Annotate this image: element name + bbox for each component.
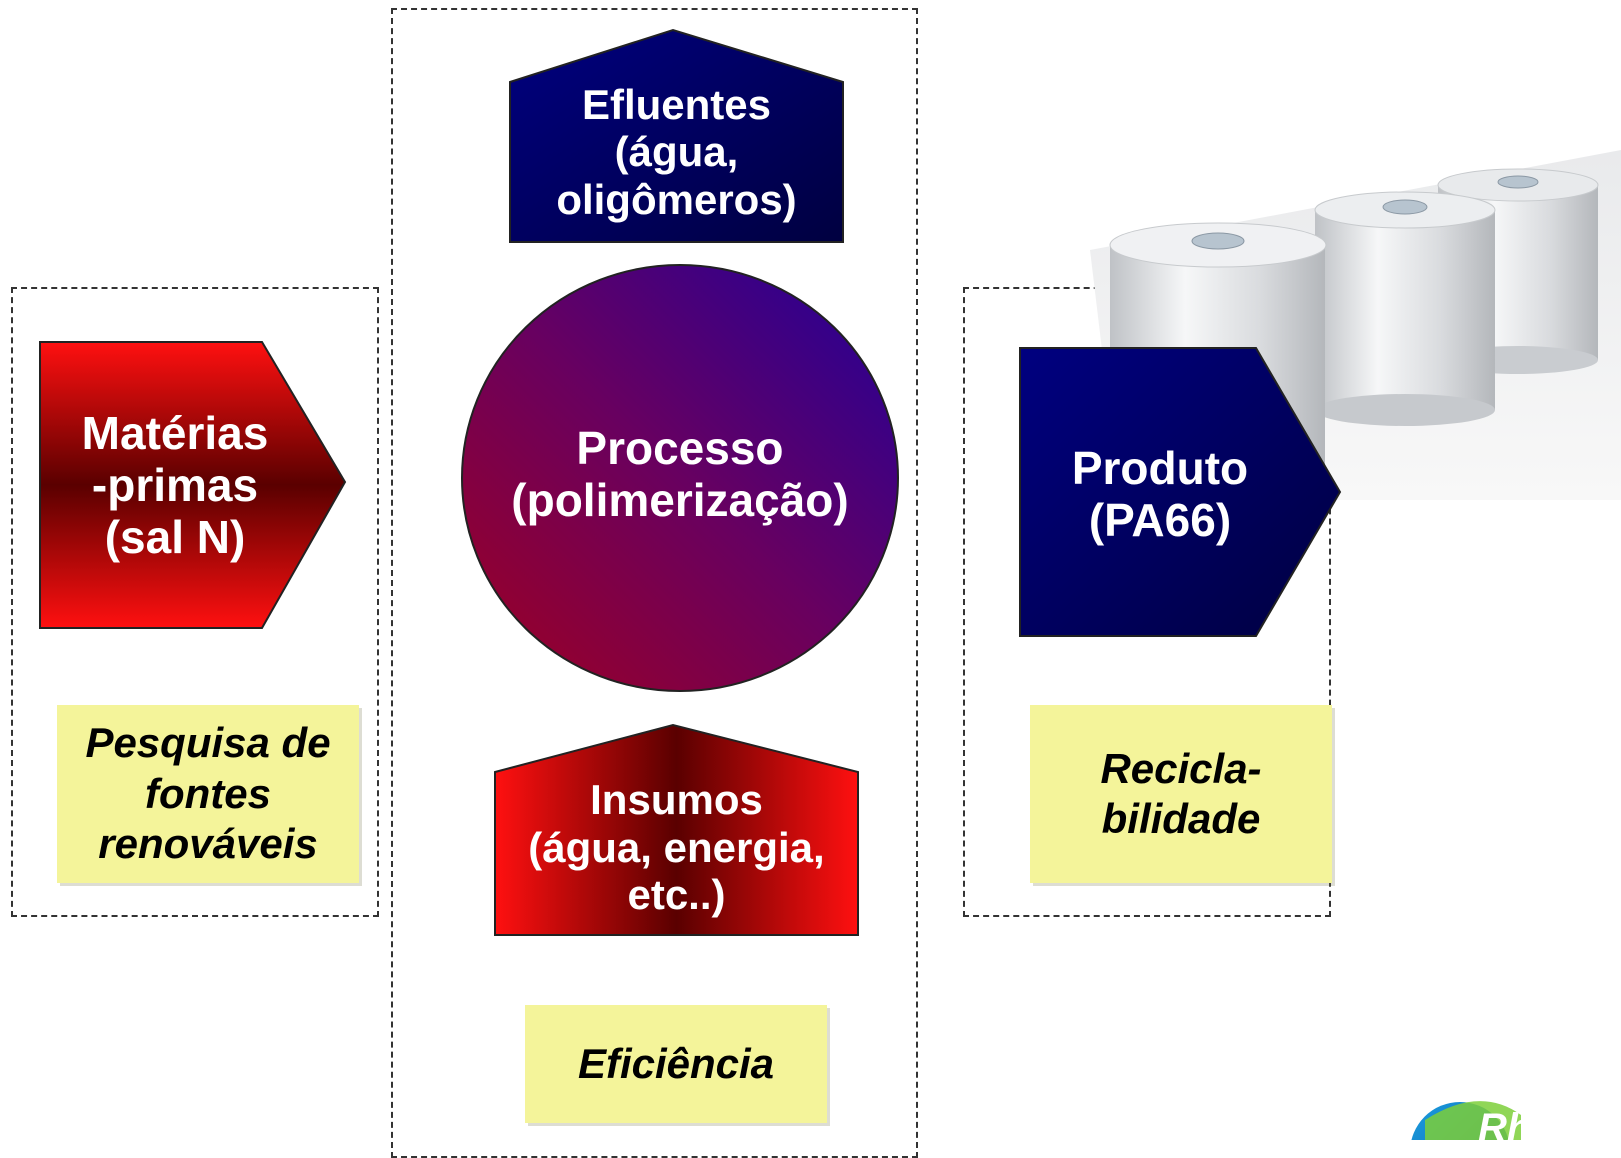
logo-text: Rh <box>1478 1106 1532 1150</box>
process-circle <box>461 264 899 692</box>
spool-middle <box>1314 191 1496 426</box>
raw-materials-label: Matérias -primas (sal N) <box>81 407 269 563</box>
raw-materials-arrow <box>39 341 347 629</box>
product-arrow <box>1019 347 1342 637</box>
product-note: Recicla- bilidade <box>1030 705 1332 883</box>
process-label: Processo (polimerização) <box>511 422 849 526</box>
effluents-arrow <box>509 28 844 243</box>
effluents-label: Efluentes (água, oligômeros) <box>556 80 797 223</box>
raw-materials-group-frame <box>11 287 379 917</box>
inputs-label: Insumos (água, energia, etc..) <box>528 776 825 919</box>
company-logo <box>1411 1101 1521 1140</box>
inputs-arrow <box>494 723 859 936</box>
product-label: Produto (PA66) <box>1071 442 1249 546</box>
process-note: Eficiência <box>525 1005 827 1123</box>
raw-materials-note: Pesquisa de fontes renováveis <box>57 705 359 883</box>
